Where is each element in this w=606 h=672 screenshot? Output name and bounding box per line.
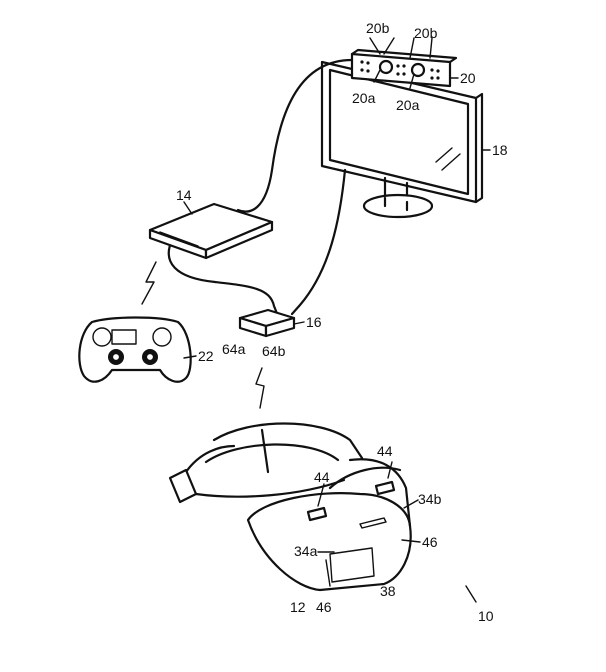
label-20b-right: 20b xyxy=(414,25,438,41)
label-16: 16 xyxy=(306,314,322,330)
label-20a-right: 20a xyxy=(396,97,420,113)
label-34a: 34a xyxy=(294,543,318,559)
wireless-symbol-hmd xyxy=(256,368,264,408)
wireless-symbol-console xyxy=(142,262,156,304)
label-38: 38 xyxy=(380,583,396,599)
label-22: 22 xyxy=(198,348,214,364)
label-20a-left: 20a xyxy=(352,90,376,106)
display-monitor xyxy=(322,62,482,217)
label-64a: 64a xyxy=(222,341,246,357)
label-46-bottom: 46 xyxy=(316,599,332,615)
label-20b-left: 20b xyxy=(366,20,390,36)
label-18: 18 xyxy=(492,142,508,158)
label-12: 12 xyxy=(290,599,306,615)
label-10: 10 xyxy=(478,608,494,624)
label-64b: 64b xyxy=(262,343,286,359)
label-44-left: 44 xyxy=(314,469,330,485)
head-mounted-display xyxy=(170,424,411,591)
label-20: 20 xyxy=(460,70,476,86)
label-46-right: 46 xyxy=(422,534,438,550)
label-44-right: 44 xyxy=(377,443,393,459)
label-34b: 34b xyxy=(418,491,442,507)
game-controller xyxy=(79,318,190,382)
label-14: 14 xyxy=(176,187,192,203)
relay-box xyxy=(240,310,294,336)
